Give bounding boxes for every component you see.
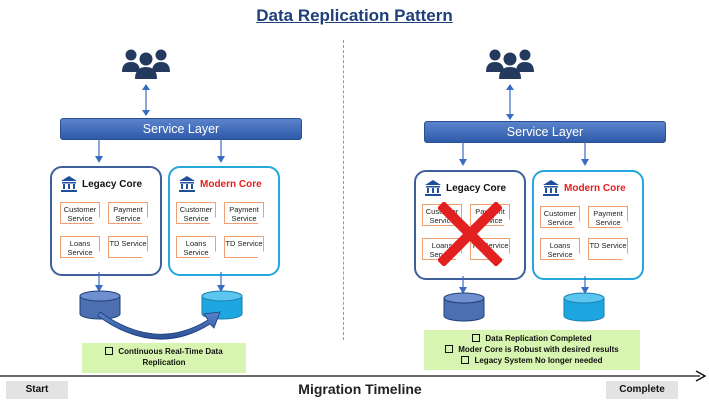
note-line: Moder Core is Robust with desired result… <box>458 345 619 354</box>
legacy-core-label: Legacy Core <box>446 182 507 194</box>
modern-core-box: Modern Core Customer Service Payment Ser… <box>168 166 280 276</box>
service-to-legacy-arrow <box>95 139 103 163</box>
replication-arrow <box>97 311 221 340</box>
users-icon <box>484 46 536 87</box>
checkbox-icon <box>105 347 114 355</box>
service-to-modern-arrow <box>581 142 589 166</box>
module-customer-service: Customer Service <box>540 206 580 228</box>
modern-db-arrow <box>217 272 225 292</box>
timeline-end: Complete <box>606 381 678 399</box>
legacy-database-icon <box>443 292 485 322</box>
checkbox-icon <box>445 345 454 353</box>
note-line: Continuous Real-Time Data <box>118 347 223 356</box>
modern-core-box: Modern Core Customer Service Payment Ser… <box>532 170 644 280</box>
module-customer-service: Customer Service <box>176 202 216 224</box>
module-td-service: TD Service <box>224 236 264 258</box>
cross-icon <box>438 202 502 266</box>
users-icon <box>120 46 172 87</box>
panel-divider <box>343 40 344 340</box>
modern-core-label: Modern Core <box>200 178 262 190</box>
page-title: Data Replication Pattern <box>256 6 453 25</box>
timeline-label: Migration Timeline <box>298 381 422 397</box>
module-td-service: TD Service <box>108 236 148 258</box>
legacy-database-icon <box>79 290 121 320</box>
legacy-db-arrow <box>459 276 467 294</box>
legacy-core-box: Legacy Core Customer Service Payment Ser… <box>414 170 526 280</box>
note-line: Data Replication Completed <box>485 334 592 343</box>
bank-icon <box>61 176 77 192</box>
module-payment-service: Payment Service <box>108 202 148 224</box>
module-td-service: TD Service <box>588 238 628 260</box>
checkbox-icon <box>472 334 481 342</box>
module-customer-service: Customer Service <box>60 202 100 224</box>
legacy-core-box: Legacy Core Customer Service Payment Ser… <box>50 166 162 276</box>
completion-notes: Data Replication Completed Moder Core is… <box>424 330 640 370</box>
service-to-modern-arrow <box>217 139 225 163</box>
note-line: Legacy System No longer needed <box>474 356 603 365</box>
bank-icon <box>179 176 195 192</box>
users-service-arrow <box>506 84 514 120</box>
bank-icon <box>543 180 559 196</box>
modern-core-label: Modern Core <box>564 182 626 194</box>
bank-icon <box>425 180 441 196</box>
service-layer-bar: Service Layer <box>60 118 302 140</box>
legacy-core-label: Legacy Core <box>82 178 143 190</box>
modern-db-arrow <box>581 276 589 294</box>
timeline-arrow <box>0 370 707 382</box>
service-layer-bar: Service Layer <box>424 121 666 143</box>
note-line: Replication <box>142 358 186 367</box>
module-loans-service: Loans Service <box>60 236 100 258</box>
service-layer-label: Service Layer <box>506 125 584 139</box>
module-payment-service: Payment Service <box>588 206 628 228</box>
service-to-legacy-arrow <box>459 142 467 166</box>
service-layer-label: Service Layer <box>142 122 220 136</box>
legacy-db-arrow <box>95 272 103 292</box>
module-payment-service: Payment Service <box>224 202 264 224</box>
modern-database-icon <box>563 292 605 322</box>
module-loans-service: Loans Service <box>176 236 216 258</box>
users-service-arrow <box>142 84 150 116</box>
checkbox-icon <box>461 356 470 364</box>
replication-note: Continuous Real-Time Data Replication <box>82 343 246 373</box>
module-loans-service: Loans Service <box>540 238 580 260</box>
timeline-start: Start <box>6 381 68 399</box>
